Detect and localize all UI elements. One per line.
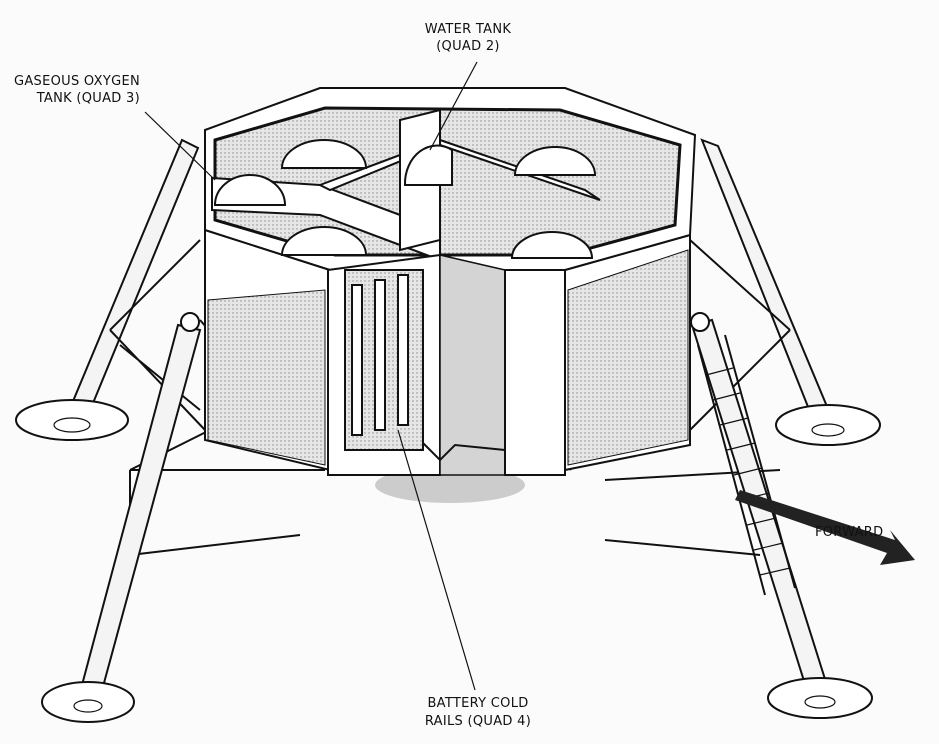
tank-front-right [510, 231, 594, 259]
struts [109, 239, 791, 556]
label-forward: FORWARD [815, 525, 883, 540]
label-battery-rails: BATTERY COLD RAILS (QUAD 4) [425, 696, 531, 729]
tanks [213, 139, 597, 259]
label-water-tank: WATER TANK (QUAD 2) [425, 22, 512, 54]
footpad-rear-left [15, 399, 129, 441]
tank-rear-right [513, 146, 597, 176]
left-side-shading [207, 289, 326, 466]
battery-cold-rails [344, 269, 424, 451]
gaseous-oxygen-tank [213, 174, 287, 206]
cold-rail [397, 274, 409, 426]
right-side-shading [567, 249, 689, 466]
label-gox-tank: GASEOUS OXYGEN TANK (QUAD 3) [14, 74, 140, 106]
water-tank [403, 144, 453, 186]
ladder [697, 334, 796, 596]
rear-left-leg [15, 138, 200, 441]
tank-front-left [280, 226, 368, 256]
front-bay-right [504, 269, 566, 476]
label-line: TANK (QUAD 3) [36, 91, 140, 106]
front-left-leg [41, 312, 202, 723]
front-bay-interior [439, 254, 506, 476]
front-right-leg [690, 312, 873, 719]
rear-right-leg [700, 138, 881, 446]
tank-rear-left [280, 139, 368, 169]
leader-line-battery [397, 429, 476, 691]
label-line: GASEOUS OXYGEN [14, 74, 140, 89]
cutaway-edge [419, 439, 506, 462]
leader-line-water [429, 61, 478, 151]
label-line: BATTERY COLD [427, 696, 528, 711]
label-line: WATER TANK [425, 22, 512, 37]
forward-arrow-icon [735, 490, 915, 565]
leader-line-gox [144, 111, 216, 181]
cold-rail [351, 284, 363, 436]
footpad-rear-right [775, 404, 881, 446]
label-line: (QUAD 2) [436, 39, 500, 54]
footpad-front-left [41, 681, 135, 723]
footpad-front-right [767, 677, 873, 719]
cold-rail [374, 279, 386, 431]
label-line: RAILS (QUAD 4) [425, 714, 531, 729]
